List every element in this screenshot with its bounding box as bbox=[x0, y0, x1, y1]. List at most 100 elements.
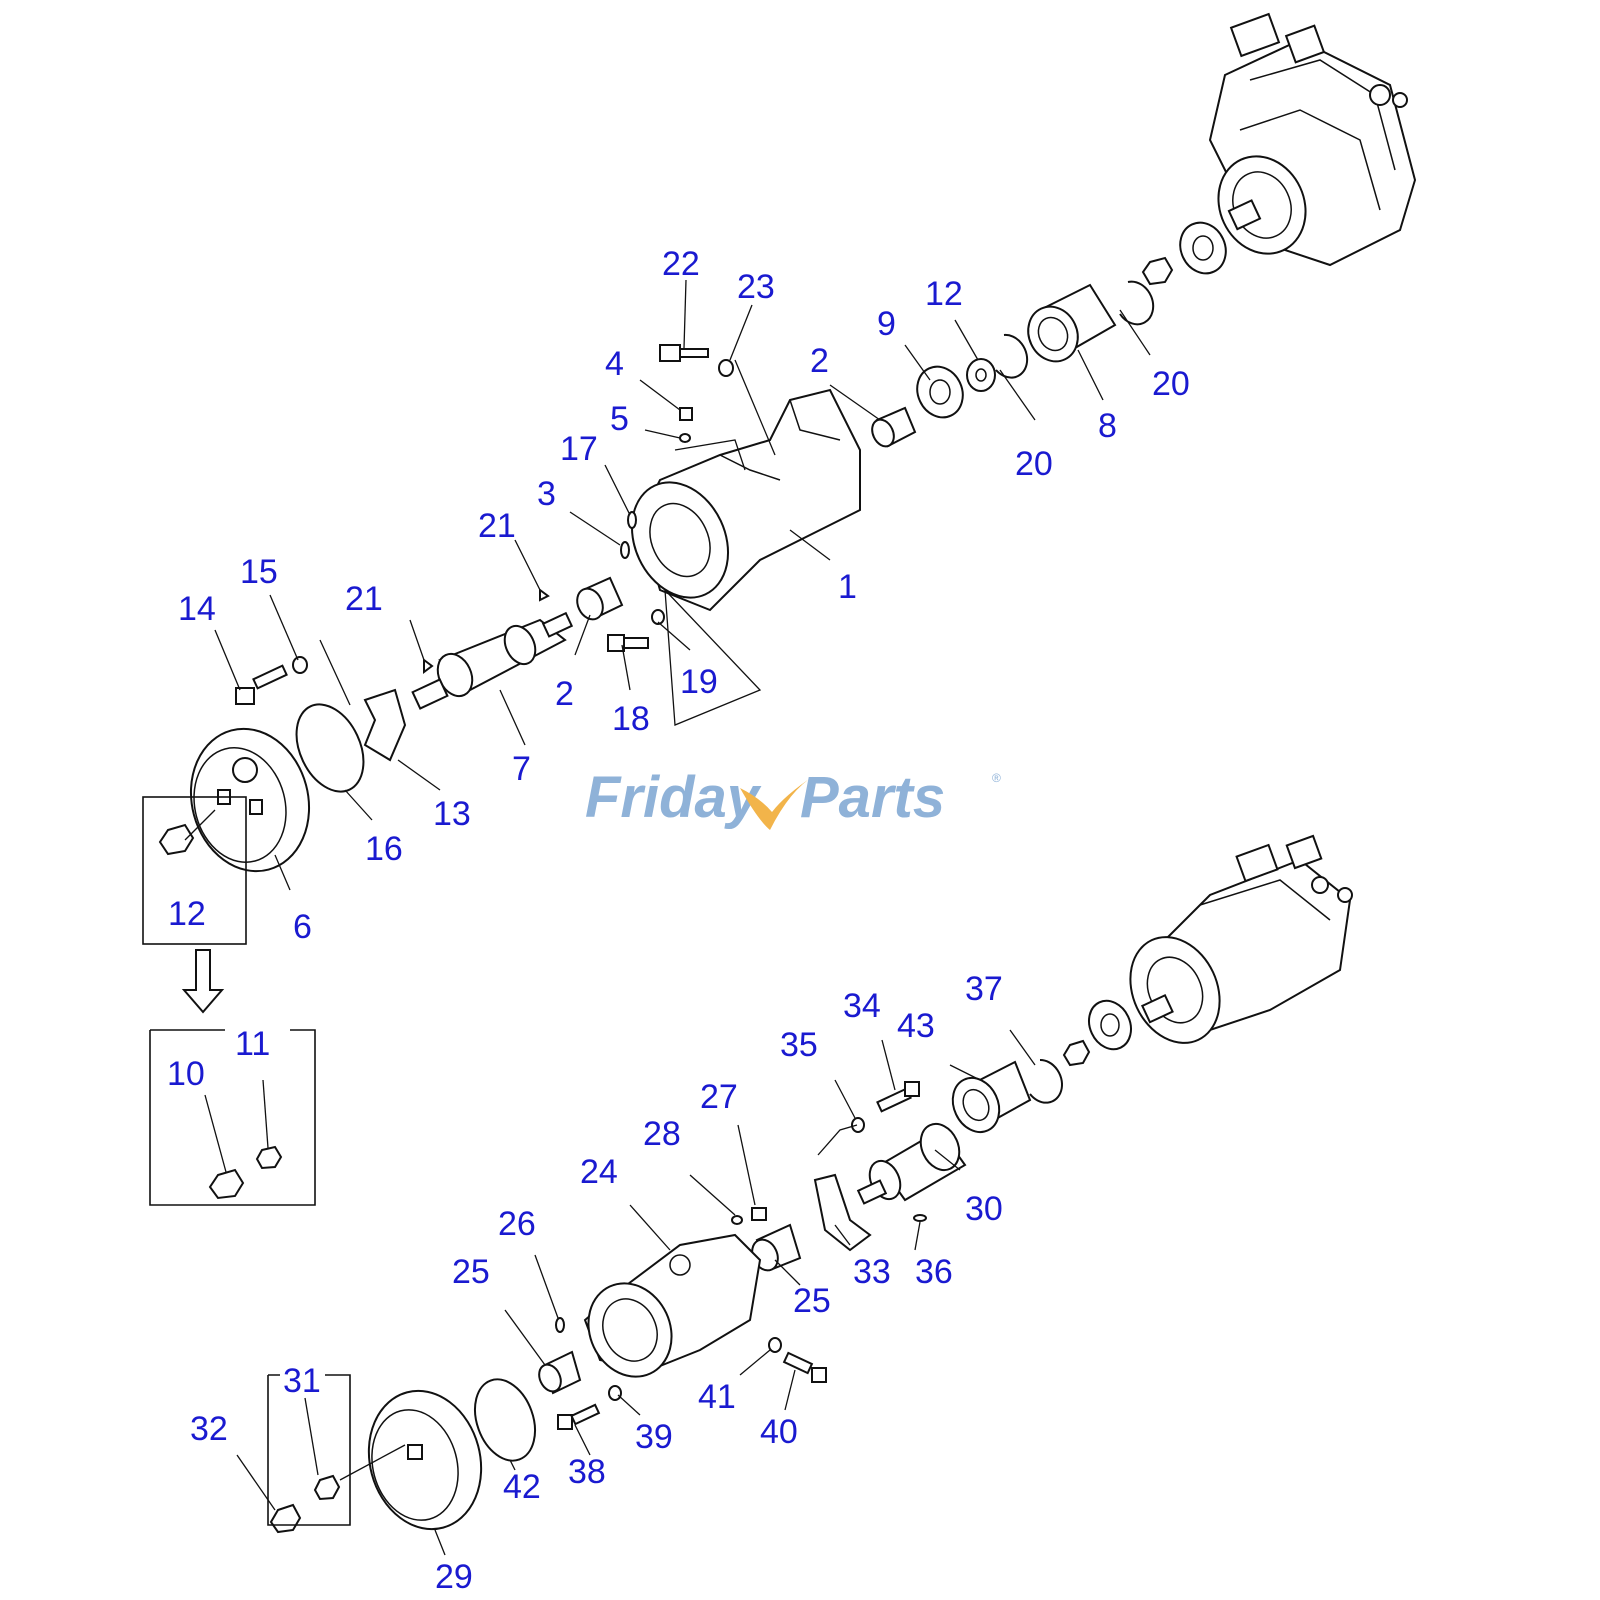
bearing-sleeve-43 bbox=[951, 1060, 1032, 1134]
pin-17 bbox=[627, 511, 637, 529]
nut-11 bbox=[255, 1145, 283, 1170]
callout-43: 43 bbox=[897, 1007, 935, 1045]
bolt-18 bbox=[607, 634, 649, 652]
nut-10 bbox=[208, 1168, 245, 1200]
shaft-7 bbox=[411, 611, 574, 710]
callout-34: 34 bbox=[843, 987, 881, 1025]
group-box-leader bbox=[184, 809, 216, 841]
callout-36: 36 bbox=[915, 1253, 953, 1291]
callout-35: 35 bbox=[780, 1026, 818, 1064]
callout-4: 4 bbox=[605, 345, 624, 383]
snap-ring-37 bbox=[1029, 1058, 1063, 1104]
bolt-40 bbox=[782, 1351, 827, 1383]
key-21a bbox=[539, 588, 550, 602]
washer-39 bbox=[608, 1385, 622, 1401]
callout-30: 30 bbox=[965, 1190, 1003, 1228]
callout-21a: 21 bbox=[478, 507, 516, 545]
plug-4 bbox=[679, 407, 693, 421]
bearing-sleeve-8 bbox=[1027, 283, 1117, 363]
bolt-22 bbox=[659, 344, 709, 362]
callout-32: 32 bbox=[190, 1410, 228, 1448]
washer-41 bbox=[768, 1337, 782, 1353]
snap-ring-20b bbox=[995, 333, 1029, 379]
callout-23: 23 bbox=[737, 268, 775, 306]
lower-leaders bbox=[236, 1029, 1036, 1556]
fuel-pump-upper bbox=[1208, 12, 1417, 267]
upper-callouts: 22 23 4 5 17 3 21 21 15 14 2 2 18 19 7 1… bbox=[168, 245, 1190, 946]
washer-5 bbox=[679, 433, 691, 443]
callout-12-upper: 12 bbox=[925, 275, 963, 313]
callout-20-right: 20 bbox=[1152, 365, 1190, 403]
callout-28: 28 bbox=[643, 1115, 681, 1153]
shaft-30 bbox=[856, 1122, 967, 1205]
group-box-12 bbox=[142, 796, 247, 945]
callout-27: 27 bbox=[700, 1078, 738, 1116]
washer-15 bbox=[292, 656, 308, 674]
callout-7: 7 bbox=[512, 750, 531, 788]
o-ring-42 bbox=[474, 1378, 536, 1462]
drive-gear-small-lower bbox=[1062, 999, 1132, 1067]
callout-24: 24 bbox=[580, 1153, 618, 1191]
callout-1: 1 bbox=[838, 568, 857, 606]
gear-9 bbox=[916, 365, 964, 419]
snap-ring-20a bbox=[1119, 280, 1155, 326]
washer-23 bbox=[718, 359, 734, 377]
bushing-2-upper bbox=[871, 406, 917, 448]
key-21b bbox=[423, 658, 434, 674]
plug-27 bbox=[751, 1207, 767, 1221]
callout-5: 5 bbox=[610, 400, 629, 438]
callout-41: 41 bbox=[698, 1378, 736, 1416]
callout-2-lower: 2 bbox=[555, 675, 574, 713]
upper-leaders bbox=[214, 279, 1151, 891]
callout-13: 13 bbox=[433, 795, 471, 833]
callout-22: 22 bbox=[662, 245, 700, 283]
callout-15: 15 bbox=[240, 553, 278, 591]
arrow-down-icon bbox=[181, 949, 225, 1014]
callout-26: 26 bbox=[498, 1205, 536, 1243]
callout-2-upper: 2 bbox=[810, 342, 829, 380]
callout-9: 9 bbox=[877, 305, 896, 343]
key-36 bbox=[913, 1214, 927, 1222]
logo-text-parts: Parts bbox=[800, 765, 945, 830]
o-ring-16 bbox=[295, 703, 365, 793]
pin-28 bbox=[731, 1215, 743, 1225]
drive-gear-29 bbox=[367, 1389, 483, 1531]
bolt-34 bbox=[876, 1081, 920, 1113]
callout-39: 39 bbox=[635, 1418, 673, 1456]
housing-24 bbox=[583, 1233, 762, 1378]
callout-29: 29 bbox=[435, 1558, 473, 1596]
bolt-14 bbox=[235, 664, 288, 705]
bushing-25-right bbox=[751, 1223, 802, 1272]
callout-8: 8 bbox=[1098, 407, 1117, 445]
plate-33 bbox=[813, 1173, 872, 1252]
plate-13 bbox=[363, 688, 407, 762]
drive-gear-6 bbox=[189, 727, 311, 873]
callout-33: 33 bbox=[853, 1253, 891, 1291]
callout-17: 17 bbox=[560, 430, 598, 468]
drive-gear-small-upper bbox=[1141, 221, 1227, 286]
callout-42: 42 bbox=[503, 1468, 541, 1506]
callout-6: 6 bbox=[293, 908, 312, 946]
logo-registered-mark: ® bbox=[992, 771, 1001, 785]
washer-35 bbox=[851, 1117, 865, 1133]
fridayparts-logo: Friday Parts ® bbox=[585, 765, 1001, 830]
callout-12-boxed: 12 bbox=[168, 895, 206, 933]
callout-31: 31 bbox=[283, 1362, 321, 1400]
callout-10: 10 bbox=[167, 1055, 205, 1093]
housing-1 bbox=[630, 388, 861, 612]
lower-callouts: 37 34 43 35 27 28 24 26 25 25 30 33 36 3… bbox=[190, 970, 1003, 1596]
bushing-25-left bbox=[538, 1350, 582, 1395]
washer-12 bbox=[966, 358, 996, 392]
fuel-pump-lower bbox=[1129, 834, 1353, 1044]
logo-swoosh-icon bbox=[740, 775, 815, 830]
group-box-31 bbox=[267, 1374, 351, 1526]
callout-3: 3 bbox=[537, 475, 556, 513]
callout-37: 37 bbox=[965, 970, 1003, 1008]
nut-12-boxed bbox=[158, 823, 195, 856]
group-callouts: 10 11 bbox=[167, 1025, 270, 1093]
callout-25-left: 25 bbox=[452, 1253, 490, 1291]
nut-32 bbox=[269, 1503, 302, 1534]
bolt-38 bbox=[557, 1403, 601, 1430]
group-box-10-11 bbox=[149, 1029, 316, 1206]
